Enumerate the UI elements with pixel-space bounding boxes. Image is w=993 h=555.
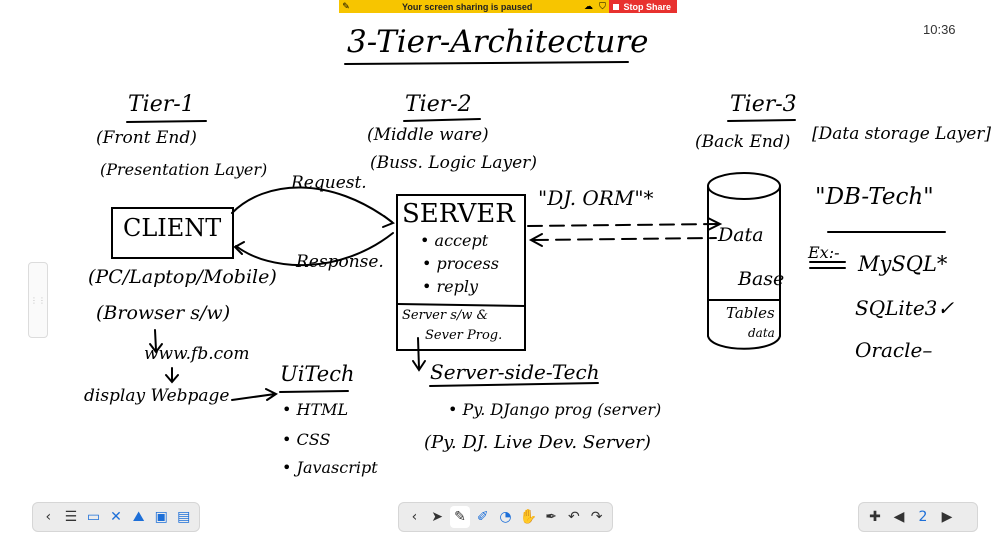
database-label-top: Data [718,224,764,246]
client-label: CLIENT [123,214,222,242]
tier3-data-storage: [Data storage Layer] [812,124,992,144]
tier2-label: Tier-2 [405,92,472,117]
clock: 10:36 [923,22,956,37]
drawing-toolbar: ‹ ➤ ✎ ✐ ◔ ✋ ✒ ↶ ↷ [398,502,613,532]
uitech-title: UiTech [280,362,355,386]
tier2-business-logic: (Buss. Logic Layer) [370,153,537,173]
board-title: 3-Tier-Architecture [347,24,649,60]
uitech-css: • CSS [282,430,331,449]
db-tech-title: "DB-Tech" [815,184,934,210]
menu-icon[interactable]: ☰ [64,509,78,525]
stop-icon [613,3,620,10]
pencil-icon: ✎ [342,1,350,11]
pen-icon[interactable]: ✎ [449,506,471,528]
orm-label: "DJ. ORM"* [538,186,654,210]
title-underline [344,61,629,65]
client-display-webpage: display Webpage [84,386,230,406]
undo-icon[interactable]: ↶ [567,509,580,525]
tier1-label: Tier-1 [128,92,195,117]
hand-icon[interactable]: ✋ [519,509,538,525]
next-page-icon[interactable]: ▶ [941,509,953,525]
redo-icon[interactable]: ↷ [590,509,603,525]
database-tables: Tables [726,304,775,322]
uitech-javascript: • Javascript [282,458,378,477]
database-cylinder-top [707,172,781,200]
db-oracle: Oracle– [855,338,933,362]
server-box [396,194,526,351]
add-page-icon[interactable]: ✚ [869,509,881,525]
screen-share-banner: ✎ Your screen sharing is paused ☁ ⛉ Stop… [339,0,677,13]
orm-connector-bottom [533,237,717,241]
orm-connector-top [527,223,719,227]
tier1-presentation-layer: (Presentation Layer) [100,160,268,179]
image-icon[interactable]: ⛰ [132,509,145,525]
page-toolbar: ✚ ◀ 2 ▶ [858,502,978,532]
db-tech-example: Ex:- [808,243,840,262]
server-step-reply: • reply [422,277,479,296]
response-arrow [235,232,394,267]
previous-page-icon[interactable]: ◀ [893,509,905,525]
stop-share-label: Stop Share [623,1,671,12]
cloud-icon[interactable]: ☁ [583,1,593,11]
server-title: SERVER [402,199,515,229]
server-side-tech-title: Server-side-Tech [430,360,600,384]
share-paused-message: Your screen sharing is paused [402,1,533,12]
gallery-icon[interactable]: ▣ [154,509,168,525]
tools-icon[interactable]: ✕ [110,509,122,525]
tier3-back-end: (Back End) [695,132,791,152]
screen-icon[interactable]: ▭ [86,509,101,525]
client-url: www.fb.com [144,344,250,364]
shield-icon[interactable]: ⛉ [599,1,606,11]
tier2-middleware: (Middle ware) [367,125,489,145]
stop-share-button[interactable]: Stop Share [609,0,677,13]
request-arrow [231,186,393,223]
select-icon[interactable]: ➤ [431,509,444,525]
chevron-left-icon[interactable]: ‹ [45,509,52,525]
save-icon[interactable]: ▤ [177,509,191,525]
client-box [111,207,234,259]
left-toolbar: ‹ ☰ ▭ ✕ ⛰ ▣ ▤ [32,502,200,532]
side-panel-handle[interactable]: ⋮⋮ [28,262,48,338]
uitech-html: • HTML [282,400,349,419]
db-sqlite: SQLite3✓ [855,296,955,320]
tier3-label: Tier-3 [730,92,797,117]
highlighter-icon[interactable]: ✒ [545,509,557,525]
chevron-left-icon[interactable]: ‹ [411,509,418,525]
page-number[interactable]: 2 [918,509,928,525]
client-devices: (PC/Laptop/Mobile) [88,266,277,288]
client-browser: (Browser s/w) [96,302,231,324]
server-footer-program: Sever Prog. [425,328,503,343]
database-tables-data: data [748,326,775,340]
server-step-accept: • accept [420,231,489,250]
server-tech-live-dev: (Py. DJ. Live Dev. Server) [424,432,651,453]
server-tech-django: • Py. DJango prog (server) [448,400,662,419]
db-mysql: MySQL* [858,252,948,276]
request-label: Request. [291,173,367,193]
shape-icon[interactable]: ◔ [499,509,512,525]
database-label-bottom: Base [738,268,785,290]
response-label: Response. [296,252,384,272]
server-step-process: • process [422,254,499,273]
tier1-front-end: (Front End) [96,128,197,148]
server-footer-software: Server s/w & [402,308,489,323]
eraser-icon[interactable]: ✐ [476,509,489,525]
